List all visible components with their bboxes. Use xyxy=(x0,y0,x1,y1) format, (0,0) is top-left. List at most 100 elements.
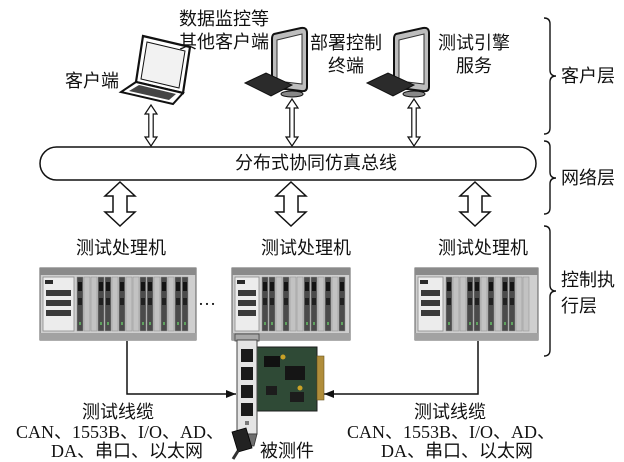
module-slot xyxy=(112,277,118,331)
module-connector xyxy=(270,298,274,305)
chassis-bottom-rail xyxy=(40,333,196,340)
logo-mark xyxy=(420,280,428,284)
module-status-led xyxy=(511,322,513,325)
module-connector xyxy=(510,282,514,291)
module-connector xyxy=(162,298,166,305)
module-connector xyxy=(120,298,124,305)
more-processors-ellipsis: … xyxy=(198,289,216,309)
module-connector xyxy=(141,298,145,305)
module-slot xyxy=(91,277,97,331)
chassis-top-rail xyxy=(415,268,538,275)
module-slot xyxy=(168,277,174,331)
cable xyxy=(233,451,238,459)
cable-title: 测试线缆 xyxy=(82,402,154,422)
module-slot xyxy=(453,277,459,331)
front-panel-connector xyxy=(241,403,253,416)
module-slot xyxy=(332,277,338,331)
deploy-terminal-label-line1: 部署控制 xyxy=(310,33,382,53)
module-status-led xyxy=(306,322,308,325)
card-edge-connector xyxy=(317,356,324,400)
front-panel-connector xyxy=(241,349,253,362)
cable-label-left: 测试线缆 CAN、1553B、I/O、AD、 DA、串口、以太网 xyxy=(16,402,224,461)
chassis-bottom-rail xyxy=(415,333,538,340)
module-connector xyxy=(312,282,316,291)
controller-port xyxy=(46,300,71,306)
module-connector xyxy=(489,298,493,305)
module-connector xyxy=(468,298,472,305)
cable-interfaces-line1: CAN、1553B、I/O、AD、 xyxy=(347,422,555,442)
module-connector xyxy=(305,298,309,305)
module-connector xyxy=(78,282,82,291)
control-layer-label-line1: 控制执 xyxy=(561,270,615,290)
module-slot xyxy=(460,277,466,331)
processor-label: 测试处理机 xyxy=(438,238,528,258)
module-connector xyxy=(120,282,124,291)
module-status-led xyxy=(163,322,165,325)
controller-port xyxy=(421,310,440,316)
module-status-led xyxy=(313,322,315,325)
module-connector xyxy=(141,282,145,291)
card-capacitor xyxy=(298,386,303,391)
module-connector xyxy=(326,282,330,291)
cable-interfaces-line2: DA、串口、以太网 xyxy=(381,441,533,461)
front-panel-screw xyxy=(245,421,249,425)
module-connector xyxy=(99,282,103,291)
module-slot xyxy=(481,277,487,331)
module-status-led xyxy=(448,322,450,325)
layer-annotations: 客户层 网络层 控制执 行层 xyxy=(544,18,615,356)
module-connector xyxy=(447,282,451,291)
module-slot xyxy=(297,277,303,331)
module-connector xyxy=(326,298,330,305)
front-panel-connector xyxy=(241,385,253,398)
module-connector xyxy=(468,282,472,291)
cable-interfaces-line2: DA、串口、以太网 xyxy=(51,441,203,461)
module-status-led xyxy=(476,322,478,325)
module-slot xyxy=(154,277,160,331)
double-arrow xyxy=(286,99,298,146)
module-status-led xyxy=(149,322,151,325)
double-arrow xyxy=(408,99,420,146)
module-status-led xyxy=(177,322,179,325)
client-layer-label: 客户层 xyxy=(561,66,615,86)
network-layer: 分布式协同仿真总线 xyxy=(40,147,536,226)
card-chip xyxy=(285,366,305,380)
double-arrow xyxy=(145,105,157,146)
client-layer-brace xyxy=(544,18,556,134)
module-connector xyxy=(312,298,316,305)
pxi-chassis-icon xyxy=(40,268,196,340)
client-layer: 客户端 数据监控等 其他客户端 部署控制 终端 测试引擎 服务 xyxy=(65,9,510,146)
logo-mark xyxy=(237,280,245,284)
module-connector xyxy=(503,298,507,305)
module-slot xyxy=(84,277,90,331)
cable-title: 测试线缆 xyxy=(414,402,486,422)
front-panel-connector xyxy=(241,367,253,380)
module-slot xyxy=(276,277,282,331)
module-status-led xyxy=(469,322,471,325)
controller-port xyxy=(421,290,440,296)
module-connector xyxy=(263,282,267,291)
module-status-led xyxy=(285,322,287,325)
module-status-led xyxy=(142,322,144,325)
controller-port xyxy=(46,290,71,296)
module-status-led xyxy=(107,322,109,325)
bus-label: 分布式协同仿真总线 xyxy=(235,153,397,173)
logo-mark xyxy=(45,280,53,284)
module-connector xyxy=(475,282,479,291)
controller-port xyxy=(238,310,256,316)
module-connector xyxy=(176,298,180,305)
card-chip xyxy=(290,392,304,402)
monitor-screen xyxy=(399,34,424,84)
module-status-led xyxy=(184,322,186,325)
module-connector xyxy=(176,282,180,291)
cable-connection-right xyxy=(324,341,478,394)
module-connector xyxy=(270,282,274,291)
module-connector xyxy=(340,282,344,291)
module-slot xyxy=(318,277,324,331)
module-status-led xyxy=(271,322,273,325)
test-engine-label-line1: 测试引擎 xyxy=(438,33,510,53)
test-engine-label-line2: 服务 xyxy=(456,56,492,76)
module-slot xyxy=(523,277,529,331)
chassis-top-rail xyxy=(40,268,196,275)
